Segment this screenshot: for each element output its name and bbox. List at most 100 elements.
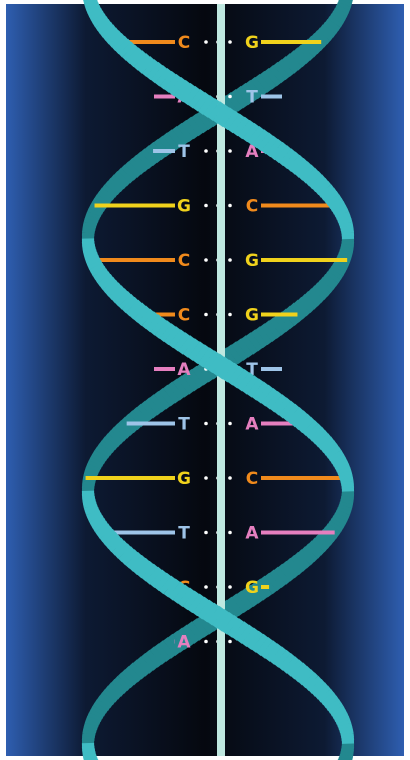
backbone-ribbon-b-segment — [111, 186, 114, 190]
backbone-ribbon-b-segment — [125, 300, 129, 304]
backbone-ribbon-b-segment — [293, 565, 297, 569]
backbone-ribbon-a-segment — [300, 306, 304, 310]
backbone-ribbon-a-segment — [148, 66, 152, 70]
base-letter-left: T — [178, 415, 190, 435]
backbone-ribbon-b-segment — [308, 552, 312, 556]
backbone-ribbon-b-segment — [276, 402, 280, 406]
backbone-ribbon-b-segment — [99, 706, 101, 710]
backbone-ribbon-b-segment — [266, 79, 271, 83]
backbone-ribbon-a-segment — [281, 152, 285, 156]
base-letter-left: A — [177, 360, 191, 380]
backbone-ribbon-a-segment — [183, 383, 188, 387]
backbone-ribbon-b-segment — [301, 559, 305, 563]
backbone-ribbon-b-segment — [338, 14, 340, 18]
backbone-ribbon-a-segment — [262, 645, 267, 649]
hydrogen-bond-dot — [228, 422, 232, 426]
backbone-ribbon-a-segment — [247, 343, 252, 347]
backbone-ribbon-a-segment — [121, 549, 124, 553]
backbone-ribbon-b-segment — [121, 682, 124, 686]
backbone-ribbon-a-segment — [322, 186, 325, 190]
backbone-ribbon-b-segment — [106, 697, 109, 701]
backbone-ribbon-b-segment — [103, 195, 106, 199]
backbone-ribbon-a-segment — [337, 709, 339, 713]
backbone-ribbon-a-segment — [330, 195, 333, 199]
backbone-ribbon-a-segment — [315, 294, 318, 298]
hydrogen-bond-dot — [204, 313, 208, 317]
backbone-ribbon-b-segment — [312, 429, 315, 433]
backbone-ribbon-b-segment — [192, 125, 197, 129]
hydrogen-bond-dot — [204, 40, 208, 44]
backbone-ribbon-a-segment — [228, 623, 233, 627]
backbone-ribbon-a-segment — [144, 63, 148, 67]
backbone-ribbon-a-segment — [188, 380, 193, 384]
backbone-ribbon-a-segment — [97, 457, 99, 461]
backbone-ribbon-b-segment — [152, 322, 156, 326]
backbone-ribbon-b-segment — [327, 29, 330, 33]
backbone-ribbon-a-segment — [174, 589, 179, 593]
backbone-ribbon-a-segment — [198, 605, 203, 609]
backbone-ribbon-a-segment — [135, 417, 139, 421]
backbone-ribbon-a-segment — [112, 540, 115, 544]
backbone-ribbon-b-segment — [340, 515, 342, 519]
backbone-ribbon-a-segment — [152, 69, 156, 73]
backbone-ribbon-a-segment — [198, 374, 203, 378]
backbone-ribbon-a-segment — [100, 20, 102, 24]
backbone-ribbon-b-segment — [91, 217, 92, 221]
backbone-ribbon-b-segment — [104, 279, 107, 283]
base-letter-right: G — [245, 251, 259, 271]
backbone-ribbon-b-segment — [184, 343, 189, 347]
backbone-ribbon-a-segment — [93, 8, 95, 12]
hydrogen-bond-dot — [228, 95, 232, 99]
backbone-ribbon-a-segment — [166, 79, 171, 83]
backbone-ribbon-b-segment — [93, 214, 94, 218]
backbone-ribbon-a-segment — [143, 411, 147, 415]
backbone-ribbon-a-segment — [208, 611, 213, 615]
backbone-ribbon-b-segment — [224, 368, 229, 372]
backbone-ribbon-a-segment — [165, 583, 170, 587]
backbone-ribbon-a-segment — [304, 303, 308, 307]
backbone-ribbon-b-segment — [156, 654, 161, 658]
hydrogen-bond-dot — [228, 258, 232, 262]
backbone-ribbon-b-segment — [324, 32, 327, 36]
backbone-ribbon-b-segment — [233, 605, 238, 609]
backbone-ribbon-a-segment — [92, 509, 93, 513]
backbone-ribbon-b-segment — [106, 192, 109, 196]
backbone-ribbon-b-segment — [315, 432, 318, 436]
backbone-ribbon-b-segment — [253, 386, 258, 390]
backbone-ribbon-a-segment — [297, 669, 301, 673]
backbone-ribbon-a-segment — [194, 602, 199, 606]
backbone-ribbon-b-segment — [101, 199, 103, 203]
backbone-ribbon-a-segment — [161, 580, 166, 584]
backbone-ribbon-a-segment — [280, 322, 284, 326]
backbone-ribbon-a-segment — [232, 352, 237, 356]
backbone-ribbon-b-segment — [281, 405, 285, 409]
backbone-ribbon-b-segment — [139, 162, 143, 166]
backbone-ribbon-a-segment — [104, 448, 106, 452]
backbone-ribbon-b-segment — [292, 60, 296, 64]
backbone-ribbon-a-segment — [328, 192, 331, 196]
backbone-ribbon-a-segment — [129, 51, 133, 55]
backbone-ribbon-b-segment — [214, 362, 219, 366]
backbone-ribbon-b-segment — [117, 180, 120, 184]
backbone-ribbon-b-segment — [93, 719, 94, 723]
backbone-ribbon-b-segment — [322, 439, 325, 443]
backbone-ribbon-b-segment — [143, 159, 147, 163]
backbone-ribbon-b-segment — [319, 435, 322, 439]
backbone-ribbon-a-segment — [175, 85, 180, 89]
backbone-ribbon-a-segment — [227, 355, 232, 359]
backbone-ribbon-a-segment — [293, 162, 297, 166]
backbone-ribbon-a-segment — [276, 654, 281, 658]
backbone-ribbon-a-segment — [118, 546, 121, 550]
backbone-ribbon-a-segment — [148, 571, 152, 575]
backbone-ribbon-b-segment — [95, 208, 97, 212]
backbone-ribbon-b-segment — [115, 291, 118, 295]
hydrogen-bond-dot — [228, 640, 232, 644]
backbone-ribbon-a-segment — [194, 97, 199, 101]
backbone-ribbon-b-segment — [284, 66, 288, 70]
backbone-ribbon-b-segment — [330, 448, 332, 452]
backbone-ribbon-b-segment — [132, 306, 136, 310]
backbone-ribbon-a-segment — [122, 45, 125, 49]
backbone-ribbon-a-segment — [327, 697, 330, 701]
backbone-ribbon-a-segment — [252, 340, 257, 344]
backbone-ribbon-a-segment — [233, 626, 238, 630]
